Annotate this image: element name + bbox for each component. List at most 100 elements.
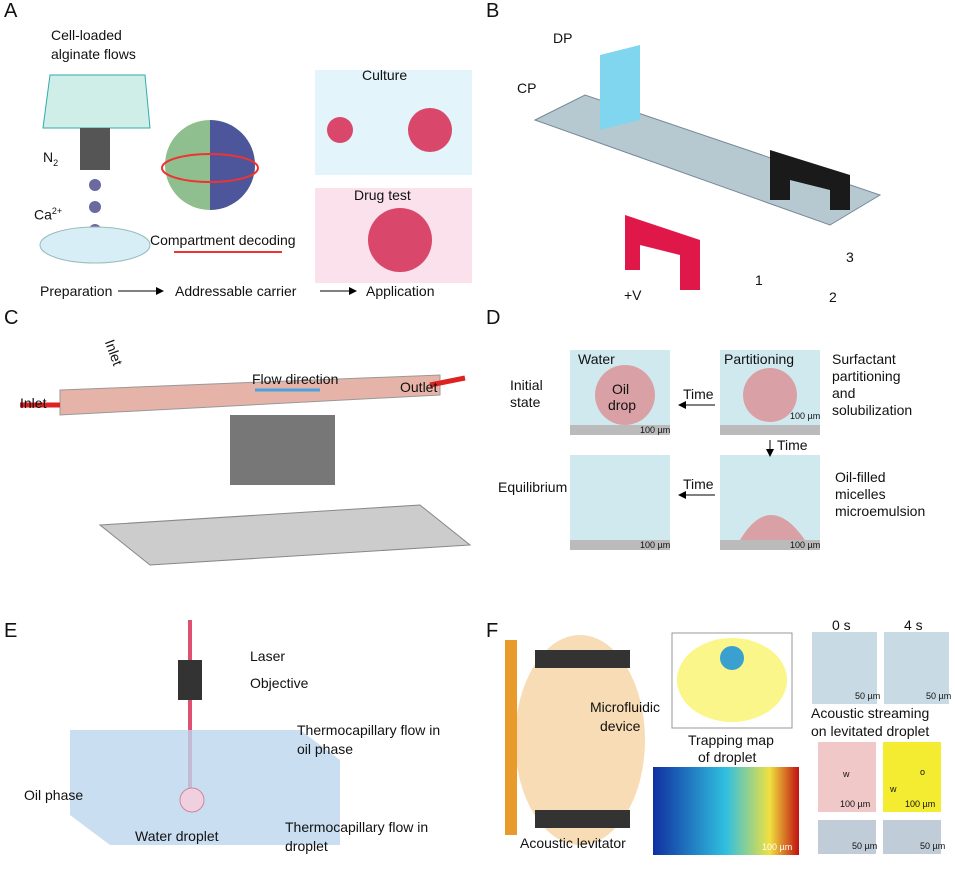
tc-drop-label-1: Thermocapillary flow in — [285, 819, 429, 835]
ca-label: Ca2+ — [34, 206, 63, 223]
electrode-1 — [625, 215, 700, 290]
electrode-2-label: 2 — [829, 289, 837, 305]
panel-label-c: C — [4, 307, 19, 329]
cell — [368, 208, 432, 272]
scale-bar-2: 100 µm — [790, 411, 821, 421]
panel-f-art — [505, 632, 949, 855]
tc-oil-label-1: Thermocapillary flow in — [297, 722, 441, 738]
tc-drop-label-2: droplet — [285, 838, 328, 854]
drug-test-label: Drug test — [354, 187, 411, 203]
nozzle — [80, 128, 110, 170]
heatmap — [653, 767, 799, 855]
water-label: Water — [578, 351, 615, 367]
flows-label: Cell-loaded — [51, 27, 122, 43]
panel-label-a: A — [4, 0, 18, 22]
scale-bar-1: 100 µm — [640, 425, 671, 435]
panel-label-b: B — [486, 0, 500, 22]
panel-b-art — [533, 45, 882, 290]
dp-label: DP — [553, 30, 573, 46]
electrode-3-label: 3 — [846, 249, 854, 265]
equilibrium-label: Equilibrium — [498, 479, 568, 495]
panel-d-art — [570, 350, 820, 550]
time-label-1: Time — [683, 386, 714, 402]
o-label: o — [920, 767, 926, 777]
oil-filled-label-3: microemulsion — [835, 503, 926, 519]
channel — [59, 374, 441, 416]
base — [98, 504, 472, 566]
objective — [178, 660, 202, 700]
panel-a-art — [39, 70, 472, 295]
time-label-3: Time — [683, 476, 714, 492]
scale-100-1: 100 µm — [840, 799, 871, 809]
oil-drop — [595, 365, 655, 425]
partitioning-label: Partitioning — [724, 351, 795, 367]
n2-label: N2 — [43, 149, 59, 168]
surfactant-label-4: solubilization — [832, 402, 913, 418]
panel-label-d: D — [486, 307, 501, 329]
scale-50-1: 50 µm — [855, 691, 881, 701]
time-4s-label: 4 s — [904, 617, 923, 633]
trap-map — [677, 638, 787, 722]
scale-bar-3: 100 µm — [640, 540, 671, 550]
electrode-3 — [770, 150, 850, 210]
initial-label: Initial — [510, 377, 543, 393]
device-label-2: device — [600, 718, 641, 734]
panel-label-e: E — [4, 620, 18, 642]
flow-direction-label: Flow direction — [252, 371, 339, 387]
levitator — [515, 635, 645, 845]
droplet — [89, 179, 101, 191]
application-label: Application — [366, 283, 435, 299]
inlet-left-label: Inlet — [20, 395, 47, 411]
oil-filled-label-1: Oil-filled — [835, 469, 886, 485]
electrode-1-label: 1 — [755, 272, 763, 288]
oil-filled-label-2: micelles — [835, 486, 886, 502]
scale-50-2: 50 µm — [926, 691, 952, 701]
w-label-1: w — [843, 769, 850, 779]
scale-100-heatmap: 100 µm — [762, 842, 793, 852]
cp-label: CP — [517, 80, 537, 96]
channel — [533, 94, 882, 226]
outlet-label: Outlet — [400, 379, 438, 395]
surfactant-label-1: Surfactant — [832, 351, 896, 367]
laser-label: Laser — [250, 648, 286, 664]
panel-label-f: F — [486, 620, 499, 642]
voltage-label: +V — [624, 287, 642, 303]
mesh-inset — [230, 415, 335, 485]
w-label-2: w — [890, 784, 897, 794]
culture-label: Culture — [362, 67, 408, 83]
state-label: state — [510, 394, 541, 410]
scale-bar-4: 100 µm — [790, 540, 821, 550]
oil-phase-label: Oil phase — [24, 787, 84, 803]
drop-label: drop — [608, 397, 637, 413]
device-label-1: Microfluidic — [590, 699, 661, 715]
time-label-2: Time — [777, 437, 808, 453]
scale-50-4: 50 µm — [920, 841, 946, 851]
trap-label-1: Trapping map — [688, 732, 774, 748]
panel-c-art — [20, 374, 472, 566]
oil-label: Oil — [612, 381, 630, 397]
trap-label-2: of droplet — [698, 749, 757, 765]
stream-label-2: on levitated droplet — [811, 723, 930, 739]
water-droplet — [179, 787, 205, 813]
levitator-label: Acoustic levitator — [520, 835, 626, 851]
oil-block — [70, 730, 340, 845]
petri-dish — [39, 226, 151, 264]
tc-oil-label-2: oil phase — [297, 741, 354, 757]
surfactant-label-2: partitioning — [832, 368, 901, 384]
surfactant-label-3: and — [832, 385, 856, 401]
stream-label-1: Acoustic streaming — [811, 705, 930, 721]
carrier-label: Addressable carrier — [175, 283, 297, 299]
objective-label: Objective — [250, 675, 309, 691]
scale-100-2: 100 µm — [905, 799, 936, 809]
water-droplet-label: Water droplet — [135, 828, 219, 844]
dp-inlet — [600, 45, 640, 130]
scale-50-3: 50 µm — [852, 841, 878, 851]
time-0s-label: 0 s — [832, 617, 851, 633]
decoding-label: Compartment decoding — [150, 232, 296, 248]
panel-e-art — [70, 620, 340, 845]
flows-label-2: alginate flows — [51, 46, 136, 62]
microfluidic-chip — [42, 74, 151, 129]
preparation-label: Preparation — [40, 283, 113, 299]
